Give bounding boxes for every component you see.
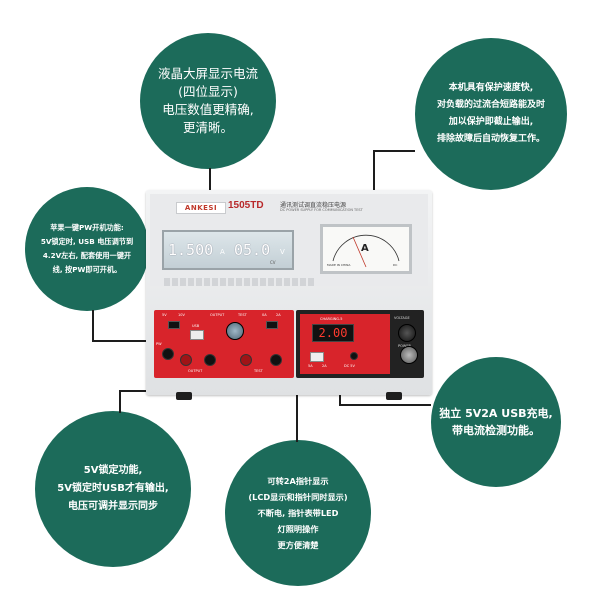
test-switch-label: TEST [238, 313, 247, 317]
leader-line-pw [92, 340, 182, 342]
leader-line-protection [373, 150, 415, 152]
meter-scale-icon [332, 234, 400, 268]
leader-line-usb [339, 404, 431, 406]
voltage-lock-switch[interactable] [168, 321, 180, 329]
lcd-voltage-value: 05.0 [234, 241, 271, 259]
dc5v-label: DC 5V [344, 364, 355, 368]
callout-text: 电压数值更精确, [162, 102, 254, 117]
callout-text: 带电流检测功能。 [452, 424, 540, 437]
leader-line-5v [119, 390, 121, 413]
output-positive-jack[interactable] [180, 354, 192, 366]
usb-port[interactable] [190, 330, 204, 340]
device-title-cn: 通讯测试调直流稳压电源 [280, 202, 347, 209]
switch-10v-label: 10V [178, 313, 185, 317]
charging-label: CHARGING-5 [320, 317, 343, 321]
switch-5v-label: 5V [162, 313, 167, 317]
callout-text: 本机具有保护速度快, [448, 83, 534, 93]
model-label: 1505TD [228, 200, 264, 211]
dc5v-jack[interactable] [350, 352, 358, 360]
brand-label: ANKESI [176, 202, 226, 214]
leader-line-pw [92, 310, 94, 342]
output-control-panel: 5V 10V OUTPUT TEST 0A 2A USB PW OUTPUT T… [154, 310, 294, 378]
test-positive-jack[interactable] [240, 354, 252, 366]
callout-text: 加以保护即截止输出, [448, 117, 534, 127]
callout-lcd-display: 液晶大屏显示电流 (四位显示) 电压数值更精确, 更清晰。 [140, 33, 276, 169]
charging-usb-port[interactable] [310, 352, 324, 362]
pw-button[interactable] [162, 348, 174, 360]
charging-current-display: 2.00 [312, 324, 354, 342]
device-foot [386, 392, 402, 400]
vent-grille [164, 278, 314, 286]
callout-text: 灯照明操作 [277, 524, 319, 534]
output-switch-label: OUTPUT [210, 313, 225, 317]
test-negative-jack[interactable] [270, 354, 282, 366]
device-foot [176, 392, 192, 400]
callout-text: (LCD显示和指针同时显示) [248, 492, 348, 502]
device-top-panel: ANKESI 1505TD 通讯测试调直流稳压电源 DC POWER SUPPL… [150, 194, 428, 286]
meter-unit: A [361, 243, 369, 254]
lcd-display: 1.500 A 05.0 V CV [162, 230, 294, 270]
range-switch[interactable] [266, 321, 278, 329]
callout-text: 可转2A指针显示 [267, 476, 329, 486]
range-2a-label: 2A [276, 313, 281, 317]
lcd-current-unit: A [220, 248, 225, 256]
callout-text: (四位显示) [178, 84, 238, 99]
callout-usb-charging: 独立 5V2A USB充电, 带电流检测功能。 [431, 357, 561, 487]
callout-2a-pointer: 可转2A指针显示 (LCD显示和指针同时显示) 不断电, 指针表带LED 灯照明… [225, 440, 371, 586]
voltage-knob-label: VOLTAGE [394, 316, 410, 320]
power-button[interactable] [400, 346, 418, 364]
output-negative-jack[interactable] [204, 354, 216, 366]
callout-text: 4.2V左右, 配套使用一键开 [42, 251, 132, 260]
lcd-current-value: 1.500 [168, 241, 214, 259]
callout-5v-lock: 5V锁定功能, 5V锁定时USB才有输出, 电压可调并显示同步 [35, 411, 191, 567]
output-jacks-label: OUTPUT [188, 369, 203, 373]
callout-text: 排除故障后自动恢复工作。 [436, 134, 545, 144]
meter-label: MADE IN CHINA [327, 263, 351, 267]
callout-text: 独立 5V2A USB充电, [439, 407, 553, 420]
callout-text: 5V锁定时, USB 电压调节到 [40, 237, 134, 246]
callout-text: 电压可调并显示同步 [68, 501, 158, 512]
callout-text: 5V锁定功能, [83, 465, 143, 476]
analog-ammeter: A MADE IN CHINA DC [320, 224, 412, 274]
device-title-en: DC POWER SUPPLY FOR COMMUNICATION TEST [280, 208, 363, 212]
lcd-voltage-unit: V [280, 248, 285, 256]
lcd-cv-label: CV [270, 260, 276, 265]
callout-text: 液晶大屏显示电流 [157, 66, 258, 81]
callout-text: 对负载的过流合短路能及时 [436, 100, 545, 110]
callout-text: 线, 按PW即可开机。 [52, 265, 122, 274]
voltage-adjust-knob[interactable] [398, 324, 416, 342]
output-voltage-knob[interactable] [226, 322, 244, 340]
test-jacks-label: TEST [254, 369, 263, 373]
power-supply-device: ANKESI 1505TD 通讯测试调直流稳压电源 DC POWER SUPPL… [146, 190, 432, 402]
usb-label: USB [192, 324, 200, 328]
callout-protection: 本机具有保护速度快, 对负载的过流合短路能及时 加以保护即截止输出, 排除故障后… [415, 38, 567, 190]
charging-2a-label: 2A [322, 364, 327, 368]
callout-text: 更清晰。 [182, 120, 233, 135]
callout-text: 5V锁定时USB才有输出, [57, 483, 169, 494]
callout-text: 更方便清楚 [277, 540, 319, 550]
charging-subpanel: CHARGING-5 2.00 5A 2A DC 5V [300, 314, 390, 374]
pw-label: PW [156, 342, 162, 346]
charging-panel: CHARGING-5 2.00 5A 2A DC 5V VOLTAGE POWE… [296, 310, 424, 378]
range-0a-label: 0A [262, 313, 267, 317]
callout-text: 不断电, 指针表带LED [257, 508, 339, 518]
meter-label: DC [393, 263, 398, 267]
charging-5a-label: 5A [308, 364, 313, 368]
callout-text: 苹果一键PW开机功能: [50, 223, 124, 232]
callout-apple-pw: 苹果一键PW开机功能: 5V锁定时, USB 电压调节到 4.2V左右, 配套使… [25, 187, 149, 311]
